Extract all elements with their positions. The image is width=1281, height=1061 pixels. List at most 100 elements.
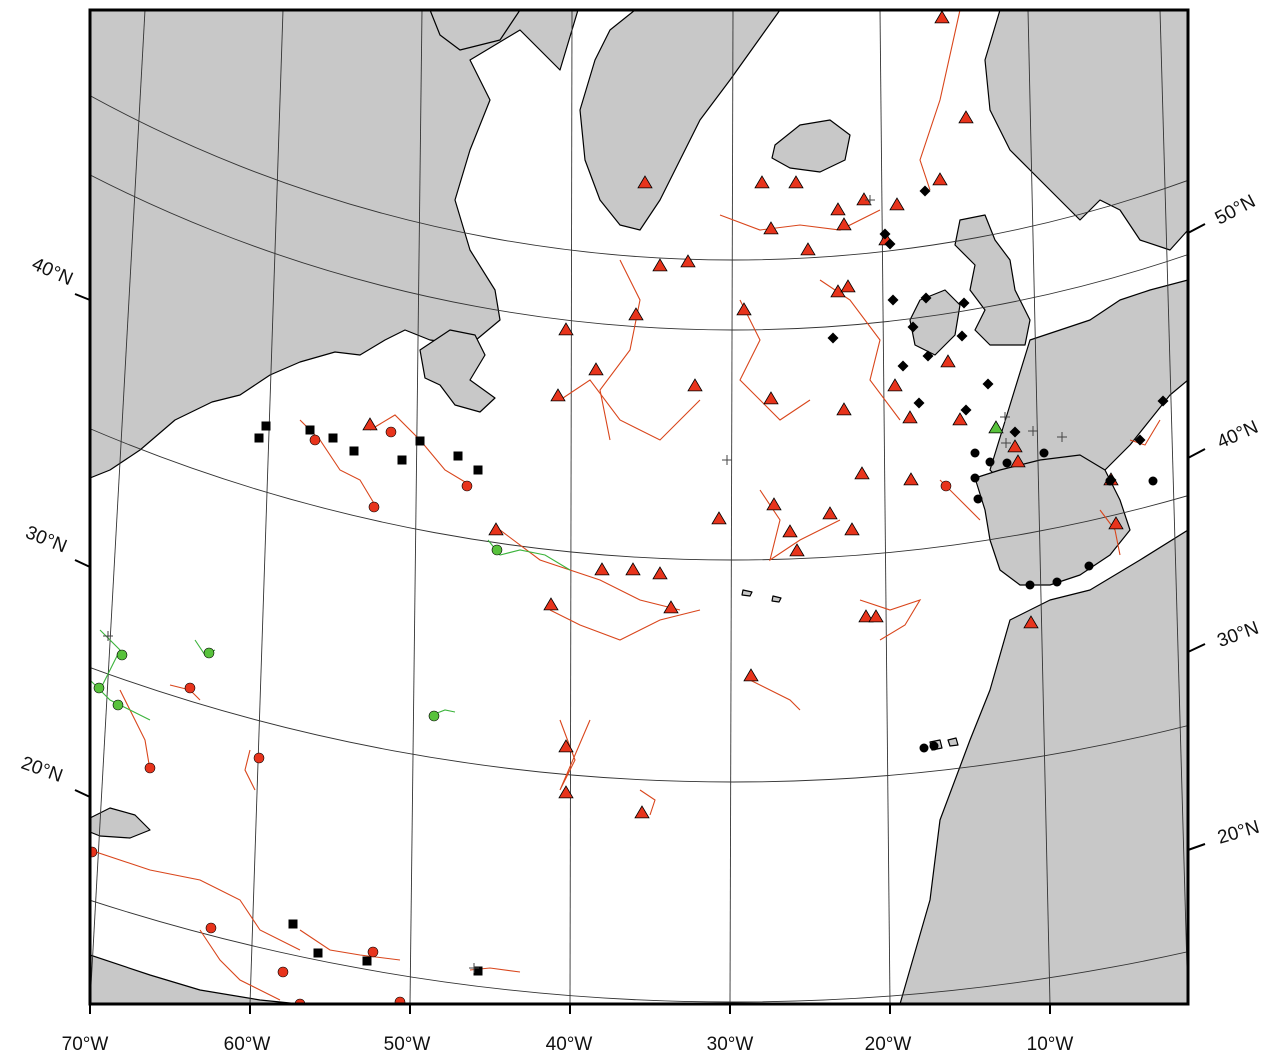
deployment-cross-mark bbox=[1028, 426, 1038, 436]
map-content bbox=[90, 10, 1188, 1004]
marker-red-triangle bbox=[788, 175, 804, 189]
marker-red-circle bbox=[184, 682, 196, 694]
marker-red-triangle bbox=[854, 466, 870, 480]
marker-red-circle bbox=[394, 996, 406, 1004]
marker-black-square bbox=[415, 436, 425, 446]
marker-green-circle bbox=[428, 710, 440, 722]
drifter-track-red bbox=[1099, 509, 1121, 556]
land-africa bbox=[899, 529, 1188, 1004]
marker-red-triangle bbox=[687, 378, 703, 392]
marker-red-triangle bbox=[594, 562, 610, 576]
marker-black-diamond bbox=[1134, 434, 1146, 446]
marker-black-diamond bbox=[919, 185, 931, 197]
land-north-america bbox=[90, 10, 579, 479]
marker-red-triangle bbox=[1007, 439, 1023, 453]
marker-red-triangle bbox=[934, 10, 950, 24]
marker-black-square bbox=[473, 465, 483, 475]
marker-red-triangle bbox=[763, 391, 779, 405]
marker-red-triangle bbox=[889, 197, 905, 211]
lon-label-70w: 70°W bbox=[62, 1034, 109, 1055]
marker-red-triangle bbox=[743, 668, 759, 682]
lon-label-20w: 20°W bbox=[865, 1034, 912, 1055]
land-scandinavia bbox=[984, 10, 1188, 251]
marker-red-triangle bbox=[887, 378, 903, 392]
drifter-track-red bbox=[244, 749, 256, 791]
marker-black-square bbox=[328, 433, 338, 443]
marker-red-triangle bbox=[766, 497, 782, 511]
lon-label-10w: 10°W bbox=[1027, 1034, 1074, 1055]
marker-red-triangle bbox=[856, 192, 872, 206]
marker-black-square bbox=[313, 948, 323, 958]
marker-red-triangle bbox=[488, 522, 504, 536]
marker-black-square bbox=[397, 455, 407, 465]
marker-red-circle bbox=[367, 946, 379, 958]
lon-label-30w: 30°W bbox=[707, 1034, 754, 1055]
frame-ticks bbox=[74, 223, 1206, 1014]
marker-red-triangle bbox=[858, 609, 874, 623]
marker-black-square bbox=[362, 956, 372, 966]
meridian-line bbox=[1159, 10, 1188, 1004]
land-baffin bbox=[429, 10, 521, 51]
marker-red-triangle bbox=[625, 562, 641, 576]
drifter-track-red bbox=[859, 599, 922, 641]
marker-red-circle bbox=[253, 752, 265, 764]
marker-black-circle bbox=[1105, 476, 1115, 486]
deployment-cross-mark bbox=[103, 631, 113, 641]
marker-black-circle bbox=[1084, 561, 1094, 571]
marker-green-circle bbox=[116, 649, 128, 661]
drifter-track-red bbox=[739, 299, 811, 421]
marker-black-square bbox=[305, 425, 315, 435]
marker-black-diamond bbox=[887, 294, 899, 306]
meridian-line bbox=[409, 10, 423, 1004]
marker-red-triangle bbox=[903, 472, 919, 486]
land-azores-1 bbox=[741, 589, 753, 597]
marker-red-triangle bbox=[822, 506, 838, 520]
marker-black-square bbox=[349, 446, 359, 456]
marker-black-square bbox=[254, 433, 264, 443]
marker-black-circle bbox=[985, 457, 995, 467]
marker-black-circle bbox=[929, 741, 939, 751]
marker-black-diamond bbox=[827, 332, 839, 344]
landmasses bbox=[90, 10, 1188, 1004]
marker-red-triangle bbox=[652, 258, 668, 272]
deployment-cross-mark bbox=[865, 195, 875, 205]
land-caribbean-south bbox=[90, 954, 301, 1004]
marker-red-circle bbox=[205, 922, 217, 934]
marker-red-triangle bbox=[902, 410, 918, 424]
marker-red-triangle bbox=[1010, 454, 1026, 468]
marker-black-circle bbox=[919, 743, 929, 753]
marker-red-triangle bbox=[836, 217, 852, 231]
marker-black-diamond bbox=[879, 228, 891, 240]
marker-red-triangle bbox=[932, 172, 948, 186]
drifter-track-red bbox=[749, 679, 801, 711]
land-greenland bbox=[579, 10, 781, 231]
marker-red-triangle bbox=[637, 175, 653, 189]
marker-red-triangle bbox=[550, 388, 566, 402]
meridian-line bbox=[569, 10, 573, 1004]
marker-red-circle bbox=[368, 501, 380, 513]
land-great-britain bbox=[954, 214, 1031, 346]
land-iberia bbox=[974, 454, 1131, 586]
marker-black-circle bbox=[1148, 476, 1158, 486]
land-iceland bbox=[771, 119, 851, 173]
marker-black-diamond bbox=[956, 330, 968, 342]
drifter-track-red bbox=[599, 259, 641, 441]
marker-red-triangle bbox=[940, 354, 956, 368]
lon-label-60w: 60°W bbox=[224, 1034, 271, 1055]
marker-red-circle bbox=[461, 480, 473, 492]
land-newfoundland bbox=[419, 329, 496, 413]
drifter-track-red bbox=[1129, 419, 1161, 446]
marker-black-square bbox=[453, 451, 463, 461]
meridian-line bbox=[90, 10, 146, 1004]
drifter-tracks bbox=[90, 10, 1161, 1001]
marker-red-triangle bbox=[663, 600, 679, 614]
drifter-track-red bbox=[719, 209, 881, 231]
marker-black-diamond bbox=[1157, 395, 1169, 407]
marker-black-diamond bbox=[884, 238, 896, 250]
marker-red-triangle bbox=[782, 524, 798, 538]
marker-red-triangle bbox=[634, 805, 650, 819]
meridian-line bbox=[1027, 10, 1051, 1004]
drifter-track-red bbox=[299, 929, 401, 961]
marker-green-triangle bbox=[988, 420, 1004, 434]
